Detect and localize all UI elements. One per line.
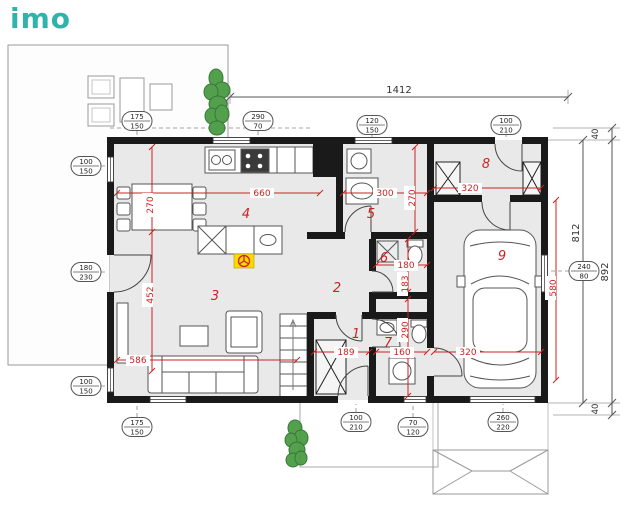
svg-text:70: 70 [254,123,263,131]
svg-text:320: 320 [461,184,478,194]
opening-label-2: 290 70 [242,111,274,131]
room-number-3: 3 [211,289,219,304]
svg-text:220: 220 [496,424,509,432]
svg-text:150: 150 [79,388,92,396]
dim-height-outer: 892 [600,262,611,281]
roof-outline [432,403,549,495]
room-numbers: 1 2 3 4 5 6 7 8 9 [211,157,506,351]
room-number-5: 5 [367,207,375,222]
opening-label-5: 100 150 [70,156,102,176]
svg-text:180: 180 [79,264,92,272]
opening-label-1: 175 150 [121,111,153,131]
kitchen-counter [204,146,314,174]
opening-label-4: 100 210 [490,115,522,135]
wc-fixtures [376,239,424,265]
sofa-set [147,310,263,394]
dining-table-set [116,183,207,232]
dim-height-inner: 812 [571,223,582,242]
terrace-furniture [87,75,173,127]
room-number-9: 9 [498,249,506,264]
svg-text:180: 180 [397,261,414,271]
svg-text:452: 452 [146,286,156,303]
svg-text:70: 70 [409,419,418,427]
svg-text:230: 230 [79,274,92,282]
room-number-6: 6 [380,251,388,266]
car [456,229,544,389]
dim-offset-bottom: 40 [591,404,601,415]
svg-text:290: 290 [401,321,411,338]
windows [107,137,548,403]
svg-text:320: 320 [459,348,476,358]
svg-text:660: 660 [253,189,270,199]
bathroom-fixtures [376,319,428,385]
imo-logo: imo [10,2,72,35]
opening-label-12: 260 220 [487,412,519,432]
svg-text:270: 270 [408,189,418,206]
opening-labels: 175 150 290 70 120 150 100 210 100 1 [70,111,600,437]
svg-text:260: 260 [496,414,509,422]
svg-text:100: 100 [79,378,92,386]
svg-text:120: 120 [406,429,419,437]
svg-text:150: 150 [365,127,378,135]
svg-text:100: 100 [349,414,362,422]
opening-label-8: 100 150 [70,376,102,396]
opening-label-3: 120 150 [356,115,388,135]
room-number-8: 8 [482,157,490,172]
room-number-7: 7 [384,336,393,351]
svg-text:290: 290 [251,113,264,121]
opening-label-7: 240 80 [568,261,600,281]
dim-total-width: 1412 [386,85,411,96]
svg-text:240: 240 [577,263,590,271]
svg-text:150: 150 [79,168,92,176]
room-number-4: 4 [242,207,250,222]
svg-text:100: 100 [79,158,92,166]
walls [107,137,548,403]
svg-text:80: 80 [580,273,589,281]
opening-label-11: 70 120 [397,417,429,437]
brand-marker [233,253,255,269]
doors [113,143,523,397]
svg-text:160: 160 [393,348,410,358]
svg-text:150: 150 [130,123,143,131]
svg-text:175: 175 [130,113,143,121]
svg-text:270: 270 [146,196,156,213]
svg-text:150: 150 [130,429,143,437]
stairs [279,313,308,399]
utility-fixtures [345,148,379,205]
svg-text:210: 210 [349,424,362,432]
svg-text:100: 100 [499,117,512,125]
opening-label-6: 180 230 [70,262,102,282]
opening-label-10: 100 210 [340,412,372,432]
svg-text:300: 300 [376,189,393,199]
overall-dimensions: 1412 812 892 40 40 [225,85,620,420]
plant-top-left [203,68,231,136]
svg-text:183: 183 [401,275,411,292]
red-dim-labels: 660 300 320 270 452 270 180 183 290 189 … [126,183,559,366]
svg-text:189: 189 [337,348,354,358]
room-number-2: 2 [333,281,341,296]
plant-bottom [284,419,309,468]
svg-text:586: 586 [129,356,146,366]
svg-text:580: 580 [549,279,559,296]
svg-text:175: 175 [130,419,143,427]
room-number-1: 1 [352,327,360,342]
red-dimensions: 660 300 320 270 452 270 180 183 290 189 … [113,143,560,400]
svg-text:210: 210 [499,127,512,135]
tv-sideboard [116,302,129,364]
dim-offset-top: 40 [591,129,601,140]
svg-text:120: 120 [365,117,378,125]
opening-label-9: 175 150 [121,417,153,437]
kitchen-island [197,225,283,255]
